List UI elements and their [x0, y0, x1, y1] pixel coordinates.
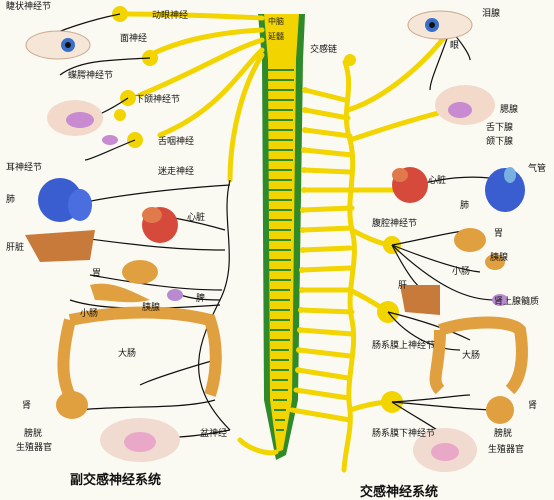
reproductive-right-label: 生殖器官: [488, 445, 525, 455]
bladder-label: 膀胱: [24, 429, 43, 439]
medulla-label: 延髓: [268, 32, 284, 41]
small-intestine-label: 小肠: [80, 309, 99, 319]
sublingual-gland-label: 颌下腺: [486, 137, 514, 147]
submandibular-gland-label: 舌下腺: [486, 123, 514, 133]
otic-ganglion-label: 耳神经节: [6, 163, 43, 173]
glossopharyngeal-nerve-label: 舌咽神经: [158, 137, 195, 147]
pelvic-nerve-label: 盆神经: [200, 429, 228, 439]
stomach-right-label: 胃: [494, 229, 504, 239]
pancreas-label: 胰腺: [142, 303, 161, 313]
lacrimal-gland-label: 泪腺: [482, 9, 501, 19]
sympathetic-chain-label: 交感链: [310, 45, 338, 55]
midbrain-label: 中脑: [268, 17, 284, 26]
parasympathetic-nerves: [122, 11, 279, 456]
inferior-mesenteric-ganglion-label: 肠系膜下神经节: [372, 429, 436, 439]
submandibular-ganglion-label: 下颌神经节: [135, 95, 181, 105]
facial-nerve-label: 面神经: [120, 34, 148, 44]
organs-left: [25, 30, 222, 462]
pancreas-right-label: 胰腺: [490, 253, 509, 263]
celiac-ganglion-label: 腹腔神经节: [372, 219, 418, 229]
liver-right-label: 肝: [398, 281, 408, 291]
spinal-cord: [258, 14, 308, 460]
superior-mesenteric-ganglion-label: 肠系膜上神经节: [372, 341, 436, 351]
lung-right-label: 肺: [460, 201, 470, 211]
sympathetic-chain: [289, 27, 453, 473]
large-intestine-label: 大肠: [118, 349, 137, 359]
trachea-label: 气管: [528, 164, 547, 174]
heart-label: 心脏: [187, 213, 206, 223]
pterygopalatine-ganglion-label: 蝶腭神经节: [68, 71, 114, 81]
ciliary-ganglion-label: 睫状神经节: [6, 2, 52, 12]
parotid-gland-label: 腮腺: [500, 105, 519, 115]
spleen-label: 脾: [196, 294, 206, 304]
parasympathetic-ganglia: [112, 6, 158, 148]
stomach-label: 胃: [92, 269, 102, 279]
bladder-right-label: 膀胱: [494, 429, 513, 439]
parasympathetic-title: 副交感神经系统: [70, 473, 162, 488]
liver-label: 肝脏: [6, 243, 25, 253]
lung-label: 肺: [6, 195, 16, 205]
large-intestine-right-label: 大肠: [462, 351, 481, 361]
reproductive-organs-label: 生殖器官: [16, 443, 53, 453]
eye-label: 眼: [450, 41, 460, 51]
oculomotor-nerve-label: 动眼神经: [152, 11, 189, 21]
adrenal-medulla-label: 肾上腺髓质: [494, 297, 540, 307]
vagus-nerve-label: 迷走神经: [158, 167, 195, 177]
organs-right: [392, 10, 528, 472]
small-intestine-right-label: 小肠: [452, 267, 471, 277]
kidney-label: 肾: [22, 401, 32, 411]
kidney-right-label: 肾: [528, 401, 538, 411]
heart-right-label: 心脏: [428, 176, 447, 186]
sympathetic-title: 交感神经系统: [360, 485, 439, 500]
